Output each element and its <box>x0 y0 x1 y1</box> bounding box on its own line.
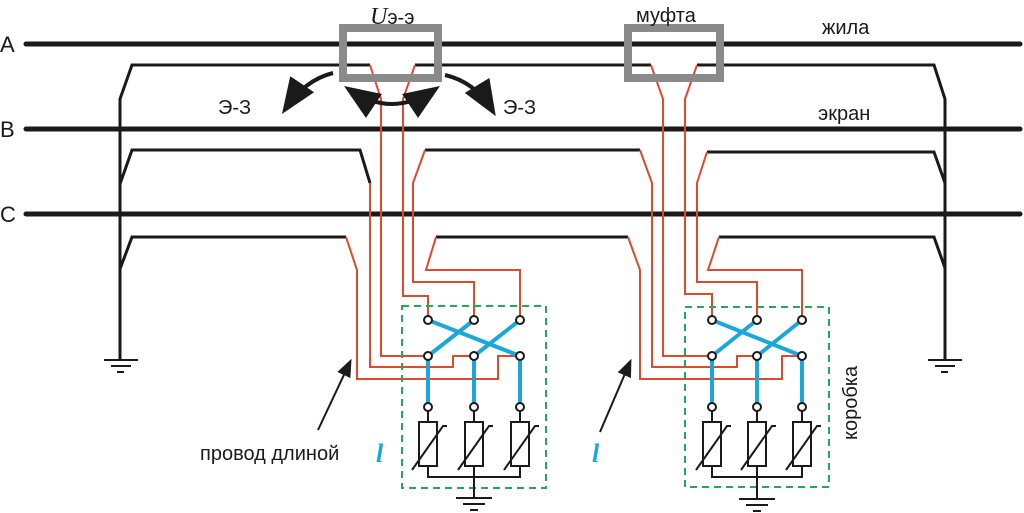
varistor-icon <box>457 421 493 471</box>
length-symbol-2: l <box>592 439 600 468</box>
varistor-icon <box>695 421 731 471</box>
coupling-2 <box>624 24 724 82</box>
terminals <box>707 315 807 412</box>
ground-icon-right <box>928 359 962 373</box>
bonding-wires-2 <box>627 64 803 380</box>
screen-c-section-1 <box>118 235 346 270</box>
wire-pointer-arrow-2 <box>599 358 632 433</box>
earth-fault-label-left: Э-З <box>218 97 251 119</box>
phase-label-c: C <box>0 202 16 227</box>
screen-label: экран <box>818 103 870 125</box>
length-symbol-1: l <box>376 439 384 468</box>
screen-a-section-1 <box>118 63 370 360</box>
phase-label-b: B <box>0 117 15 142</box>
screen-c-section-3 <box>719 235 947 269</box>
ground-icon-left <box>104 359 138 373</box>
screen-voltage-double-arrow <box>344 86 440 118</box>
phase-label-a: A <box>0 32 15 57</box>
bonding-wires-1 <box>345 64 521 380</box>
varistor-icon <box>740 421 776 471</box>
screen-b-section-1 <box>118 148 372 185</box>
screen-b-section-3 <box>707 150 947 184</box>
varistor-icon <box>503 421 539 471</box>
link-box-2 <box>684 306 830 512</box>
earth-fault-arrow-left <box>281 71 334 114</box>
coupling-1 <box>339 24 442 82</box>
link-box-1 <box>401 305 547 511</box>
wire-length-label: провод длиной <box>200 443 339 465</box>
box-label: коробка <box>840 365 862 440</box>
earth-fault-arrow-right <box>444 73 496 117</box>
coupling-label: муфта <box>636 5 697 27</box>
varistor-icon <box>785 421 821 471</box>
screen-voltage-label: Uэ-э <box>370 4 414 30</box>
terminals <box>423 315 525 412</box>
varistor-icon <box>411 421 447 471</box>
earth-fault-label-right: Э-З <box>503 97 536 119</box>
core-label: жила <box>822 17 870 39</box>
screen-a-section-3 <box>697 63 947 360</box>
wire-pointer-arrow-1 <box>317 358 352 431</box>
